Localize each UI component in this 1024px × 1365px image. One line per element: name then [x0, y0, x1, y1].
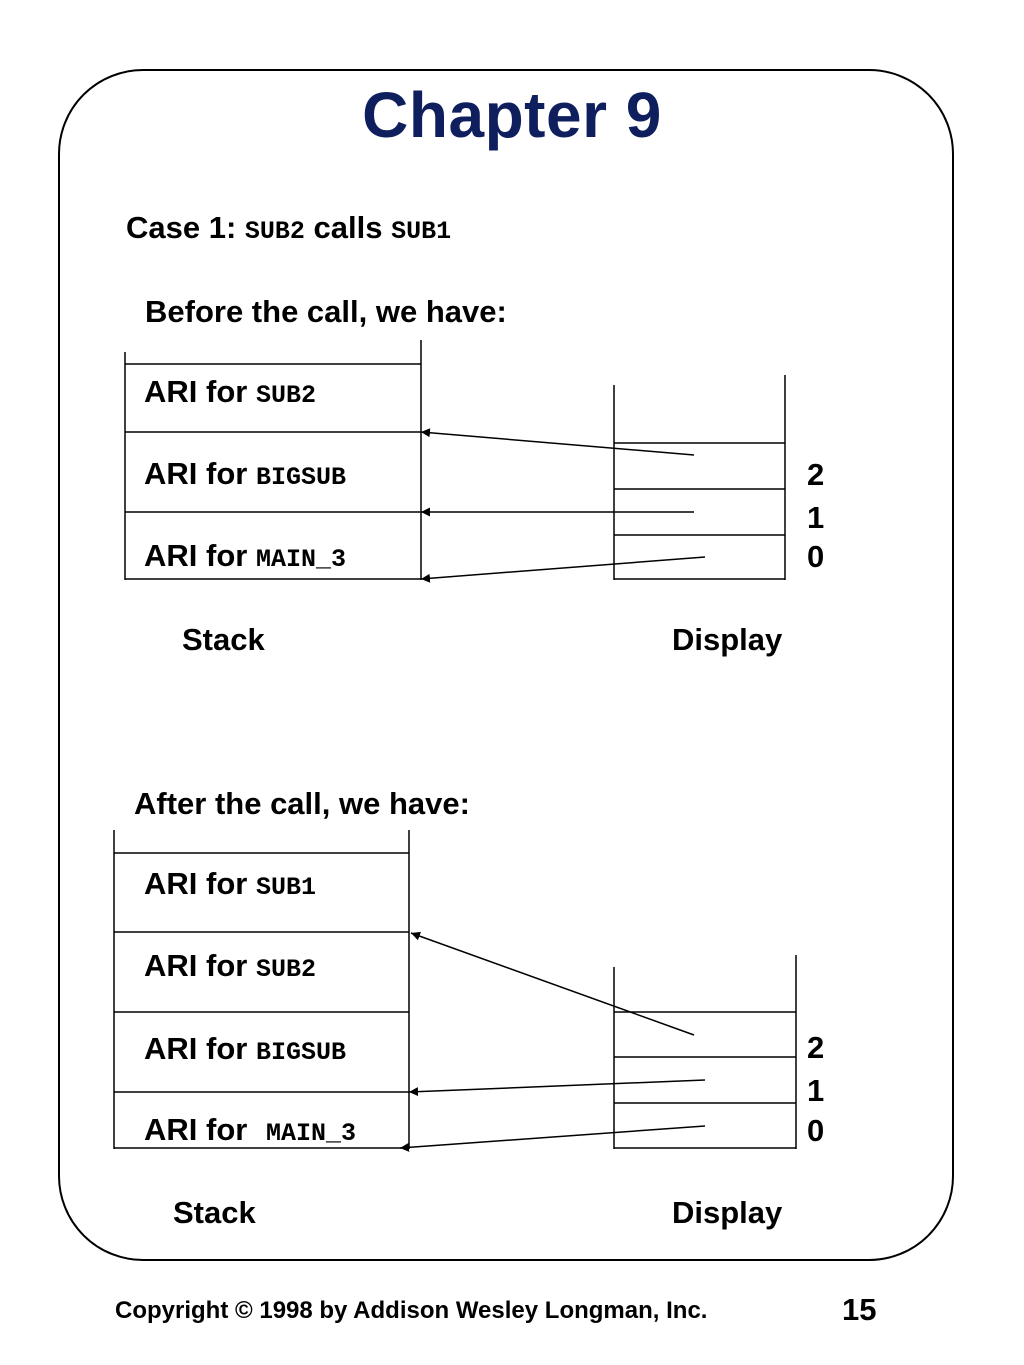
- case-verb: calls: [304, 210, 392, 245]
- before-display-index: 0: [807, 539, 825, 574]
- after-display-index: 0: [807, 1113, 825, 1148]
- before-stack-item: ARI for BIGSUB: [144, 456, 346, 492]
- after-stack-item: ARI for SUB1: [144, 866, 316, 902]
- before-display: [613, 375, 786, 580]
- copyright-notice: Copyright © 1998 by Addison Wesley Longm…: [115, 1297, 708, 1324]
- before-display-index: 1: [807, 500, 825, 535]
- before-pointer-arrow: [420, 556, 706, 583]
- after-stack-item: ARI for SUB2: [144, 948, 316, 984]
- before-stack: [124, 340, 422, 580]
- page-title: Chapter 9: [362, 79, 662, 151]
- case-caller: SUB2: [244, 217, 305, 246]
- after-stack-caption: Stack: [173, 1195, 256, 1230]
- case-callee: SUB1: [391, 217, 452, 246]
- before-pointer-arrow: [420, 428, 695, 456]
- after-display: [613, 955, 797, 1149]
- before-display-index: 2: [807, 457, 825, 492]
- after-pointer-arrow: [408, 1079, 706, 1097]
- after-display-index: 2: [807, 1030, 825, 1065]
- before-stack-caption: Stack: [182, 622, 265, 657]
- before-stack-item: ARI for SUB2: [144, 374, 316, 410]
- after-stack-item: ARI for MAIN_3: [144, 1112, 356, 1148]
- after-display-index: 1: [807, 1073, 825, 1108]
- after-heading: After the call, we have:: [134, 786, 470, 821]
- page-number: 15: [842, 1292, 877, 1327]
- before-heading: Before the call, we have:: [145, 294, 507, 329]
- slide-frame: [58, 69, 954, 1261]
- case-prefix: Case 1:: [126, 210, 245, 245]
- after-stack-item: ARI for BIGSUB: [144, 1031, 346, 1067]
- after-stack: [113, 830, 410, 1149]
- case-heading: Case 1: SUB2 calls SUB1: [126, 212, 451, 244]
- after-pointer-arrow: [410, 931, 695, 1036]
- after-display-caption: Display: [672, 1195, 783, 1230]
- before-stack-item: ARI for MAIN_3: [144, 538, 346, 574]
- after-pointer-arrow: [399, 1125, 706, 1152]
- before-display-caption: Display: [672, 622, 783, 657]
